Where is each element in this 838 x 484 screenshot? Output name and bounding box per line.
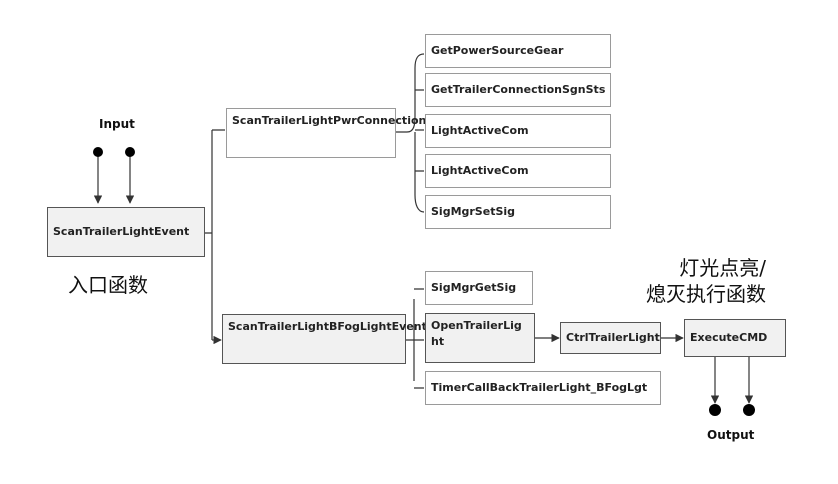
node-scan-trailer-light-event: ScanTrailerLightEvent <box>47 207 205 257</box>
pwr-branch-bracket <box>396 53 425 213</box>
input-label: Input <box>99 117 135 131</box>
output-dot-2 <box>743 404 755 416</box>
input-dot-1 <box>93 147 103 157</box>
entry-branch-bracket <box>205 129 225 340</box>
entry-function-caption: 入口函数 <box>68 273 148 297</box>
node-execute-cmd: ExecuteCMD <box>684 319 786 357</box>
node-ctrl-trailer-light: CtrlTrailerLight <box>560 322 661 354</box>
node-sig-mgr-get-sig: SigMgrGetSig <box>425 271 533 305</box>
node-scan-trailer-light-bfog-light-event: ScanTrailerLightBFogLightEvent <box>222 314 427 364</box>
exec-function-caption: 灯光点亮/ 熄灭执行函数 <box>646 256 766 306</box>
node-get-power-source-gear: GetPowerSourceGear <box>425 34 611 68</box>
node-open-trailer-light: OpenTrailerLight <box>425 313 535 363</box>
node-timer-callback-trailer-light-bfog-lgt: TimerCallBackTrailerLight_BFogLgt <box>425 371 661 405</box>
node-sig-mgr-set-sig: SigMgrSetSig <box>425 195 611 229</box>
node-scan-trailer-light-pwr-connection-event: ScanTrailerLightPwrConnectionEvent <box>226 108 462 158</box>
input-dot-2 <box>125 147 135 157</box>
node-light-active-com-1: LightActiveCom <box>425 114 611 148</box>
node-light-active-com-2: LightActiveCom <box>425 154 611 188</box>
output-dot-1 <box>709 404 721 416</box>
bfog-branch-bracket <box>406 288 424 389</box>
node-get-trailer-connection-sgn-sts: GetTrailerConnectionSgnSts <box>425 73 611 107</box>
output-label: Output <box>707 428 755 442</box>
